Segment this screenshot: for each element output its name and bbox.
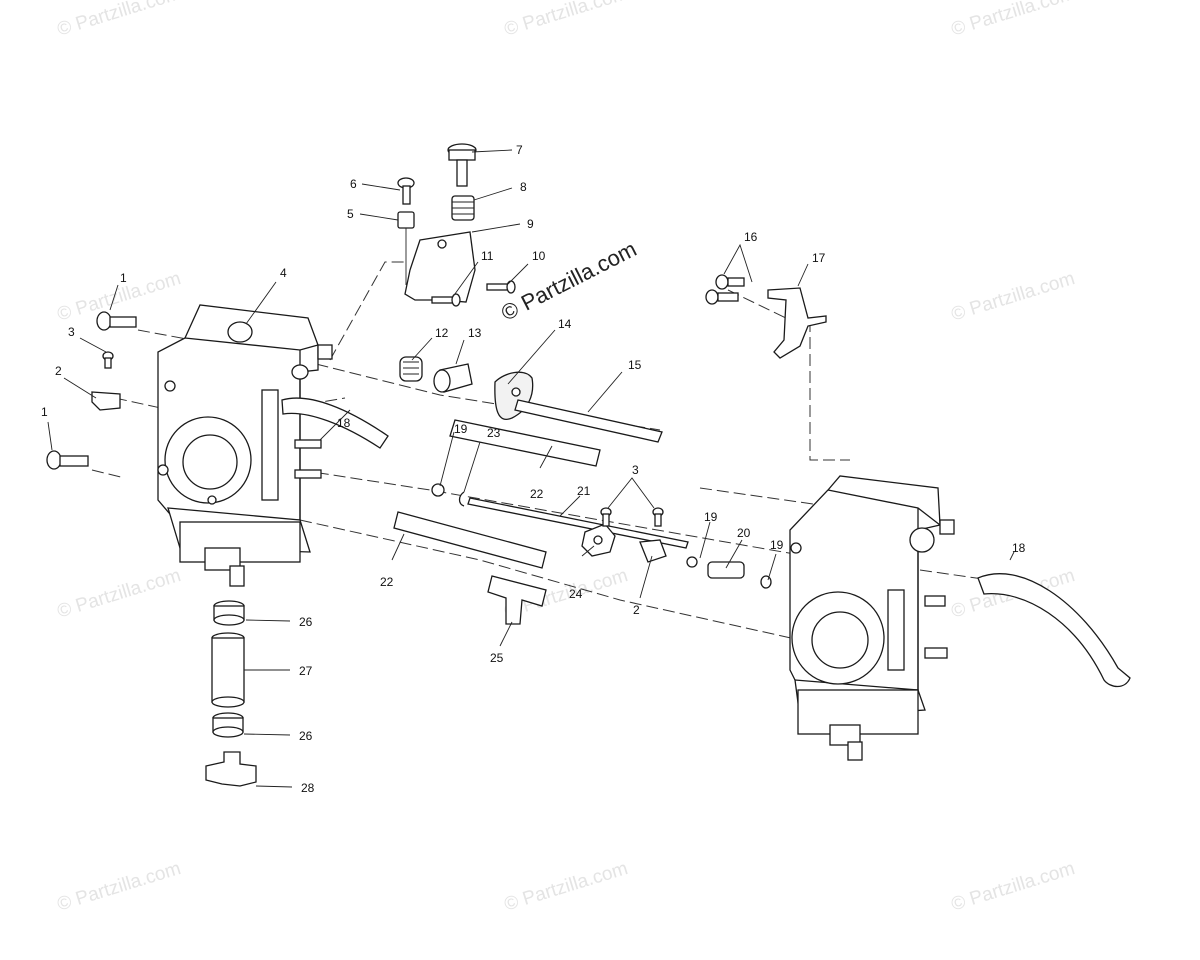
callout-4: 4 xyxy=(280,266,287,280)
callout-5: 5 xyxy=(347,207,354,221)
lever-2-right xyxy=(639,539,667,563)
fuel-hose-18-right xyxy=(977,573,1131,688)
shaft-21 xyxy=(467,497,689,549)
callout-26-top: 26 xyxy=(299,615,313,629)
callout-labels: 1 1 2 3 4 5 6 7 8 9 10 11 12 13 14 15 16… xyxy=(41,143,1026,795)
callout-3-mid: 3 xyxy=(632,463,639,477)
shaft-22-upper xyxy=(449,419,601,467)
shaft-15 xyxy=(514,399,663,443)
spring-8 xyxy=(451,195,475,221)
callout-21: 21 xyxy=(577,484,591,498)
callout-28: 28 xyxy=(301,781,315,795)
right-carburetor xyxy=(789,475,955,761)
callout-18-left: 18 xyxy=(337,416,351,430)
left-side-fasteners xyxy=(46,311,137,470)
callout-16: 16 xyxy=(744,230,758,244)
screw-3-small xyxy=(600,507,664,527)
callout-2-left: 2 xyxy=(55,364,62,378)
callout-10: 10 xyxy=(532,249,546,263)
left-carburetor xyxy=(157,304,333,587)
callout-19-mid: 19 xyxy=(704,510,718,524)
callout-17: 17 xyxy=(812,251,826,265)
callout-23: 23 xyxy=(487,426,501,440)
screw-10 xyxy=(486,280,516,294)
callout-13: 13 xyxy=(468,326,482,340)
callout-14: 14 xyxy=(558,317,572,331)
callout-6: 6 xyxy=(350,177,357,191)
callout-22-lower: 22 xyxy=(380,575,394,589)
nut-5 xyxy=(397,211,415,285)
spring-12 xyxy=(399,356,423,382)
screw-11 xyxy=(431,293,461,307)
fuel-hose-18 xyxy=(281,397,389,449)
throttle-bracket-9 xyxy=(404,231,476,303)
callout-7: 7 xyxy=(516,143,523,157)
callout-24: 24 xyxy=(569,587,583,601)
callout-2-mid: 2 xyxy=(633,603,640,617)
collar-13 xyxy=(433,363,473,393)
leader-lines xyxy=(47,149,1015,788)
bracket-17 xyxy=(767,287,827,359)
callout-11: 11 xyxy=(481,249,494,263)
tee-fitting-25 xyxy=(487,575,547,625)
callout-18-right: 18 xyxy=(1012,541,1026,555)
callout-3-left: 3 xyxy=(68,325,75,339)
callout-27: 27 xyxy=(299,664,313,678)
callout-19-left: 19 xyxy=(454,422,468,436)
callout-1-top: 1 xyxy=(120,271,127,285)
fuel-line-kit xyxy=(205,600,257,787)
callout-19-right: 19 xyxy=(770,538,784,552)
callout-1-bottom: 1 xyxy=(41,405,48,419)
callout-12: 12 xyxy=(435,326,449,340)
callout-8: 8 xyxy=(520,180,527,194)
screws-16 xyxy=(705,274,745,305)
callout-25: 25 xyxy=(490,651,504,665)
callout-22-upper: 22 xyxy=(530,487,544,501)
callout-26-bottom: 26 xyxy=(299,729,313,743)
screw-7 xyxy=(447,143,477,187)
callout-15: 15 xyxy=(628,358,642,372)
callout-20: 20 xyxy=(737,526,751,540)
shaft-22-lower xyxy=(393,511,547,569)
screw-6 xyxy=(397,177,415,205)
callout-9: 9 xyxy=(527,217,534,231)
